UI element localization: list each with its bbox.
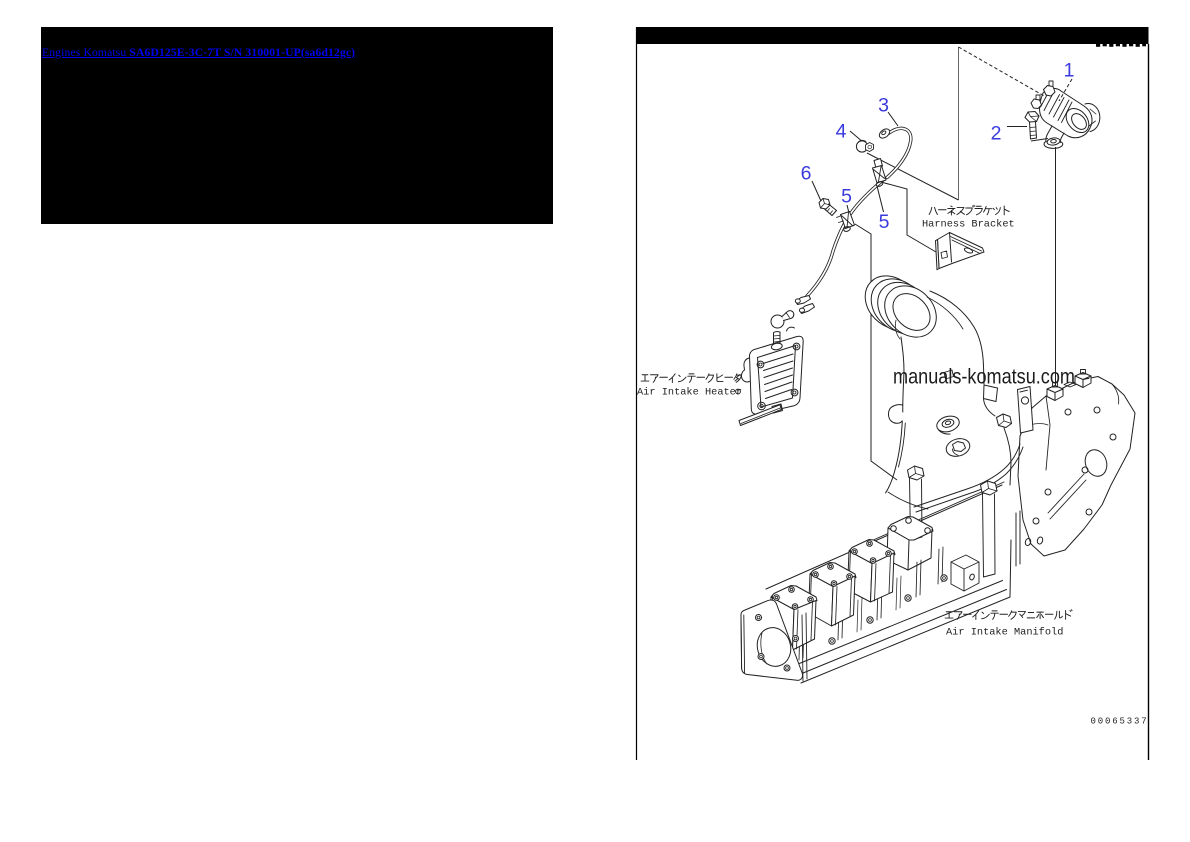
- svg-text:5: 5: [841, 186, 852, 208]
- svg-text:00065337: 00065337: [1091, 717, 1149, 727]
- svg-text:2: 2: [991, 123, 1002, 145]
- svg-text:3: 3: [878, 95, 889, 117]
- svg-text:manuals-komatsu.com: manuals-komatsu.com: [893, 365, 1075, 389]
- svg-text:1: 1: [1064, 60, 1075, 82]
- svg-text:Harness Bracket: Harness Bracket: [922, 219, 1015, 231]
- svg-text:6: 6: [801, 163, 812, 185]
- svg-text:Air Intake Manifold: Air Intake Manifold: [946, 627, 1063, 639]
- svg-text:Air Intake Heater: Air Intake Heater: [637, 387, 742, 399]
- svg-text:4: 4: [836, 121, 847, 143]
- svg-text:5: 5: [879, 211, 890, 233]
